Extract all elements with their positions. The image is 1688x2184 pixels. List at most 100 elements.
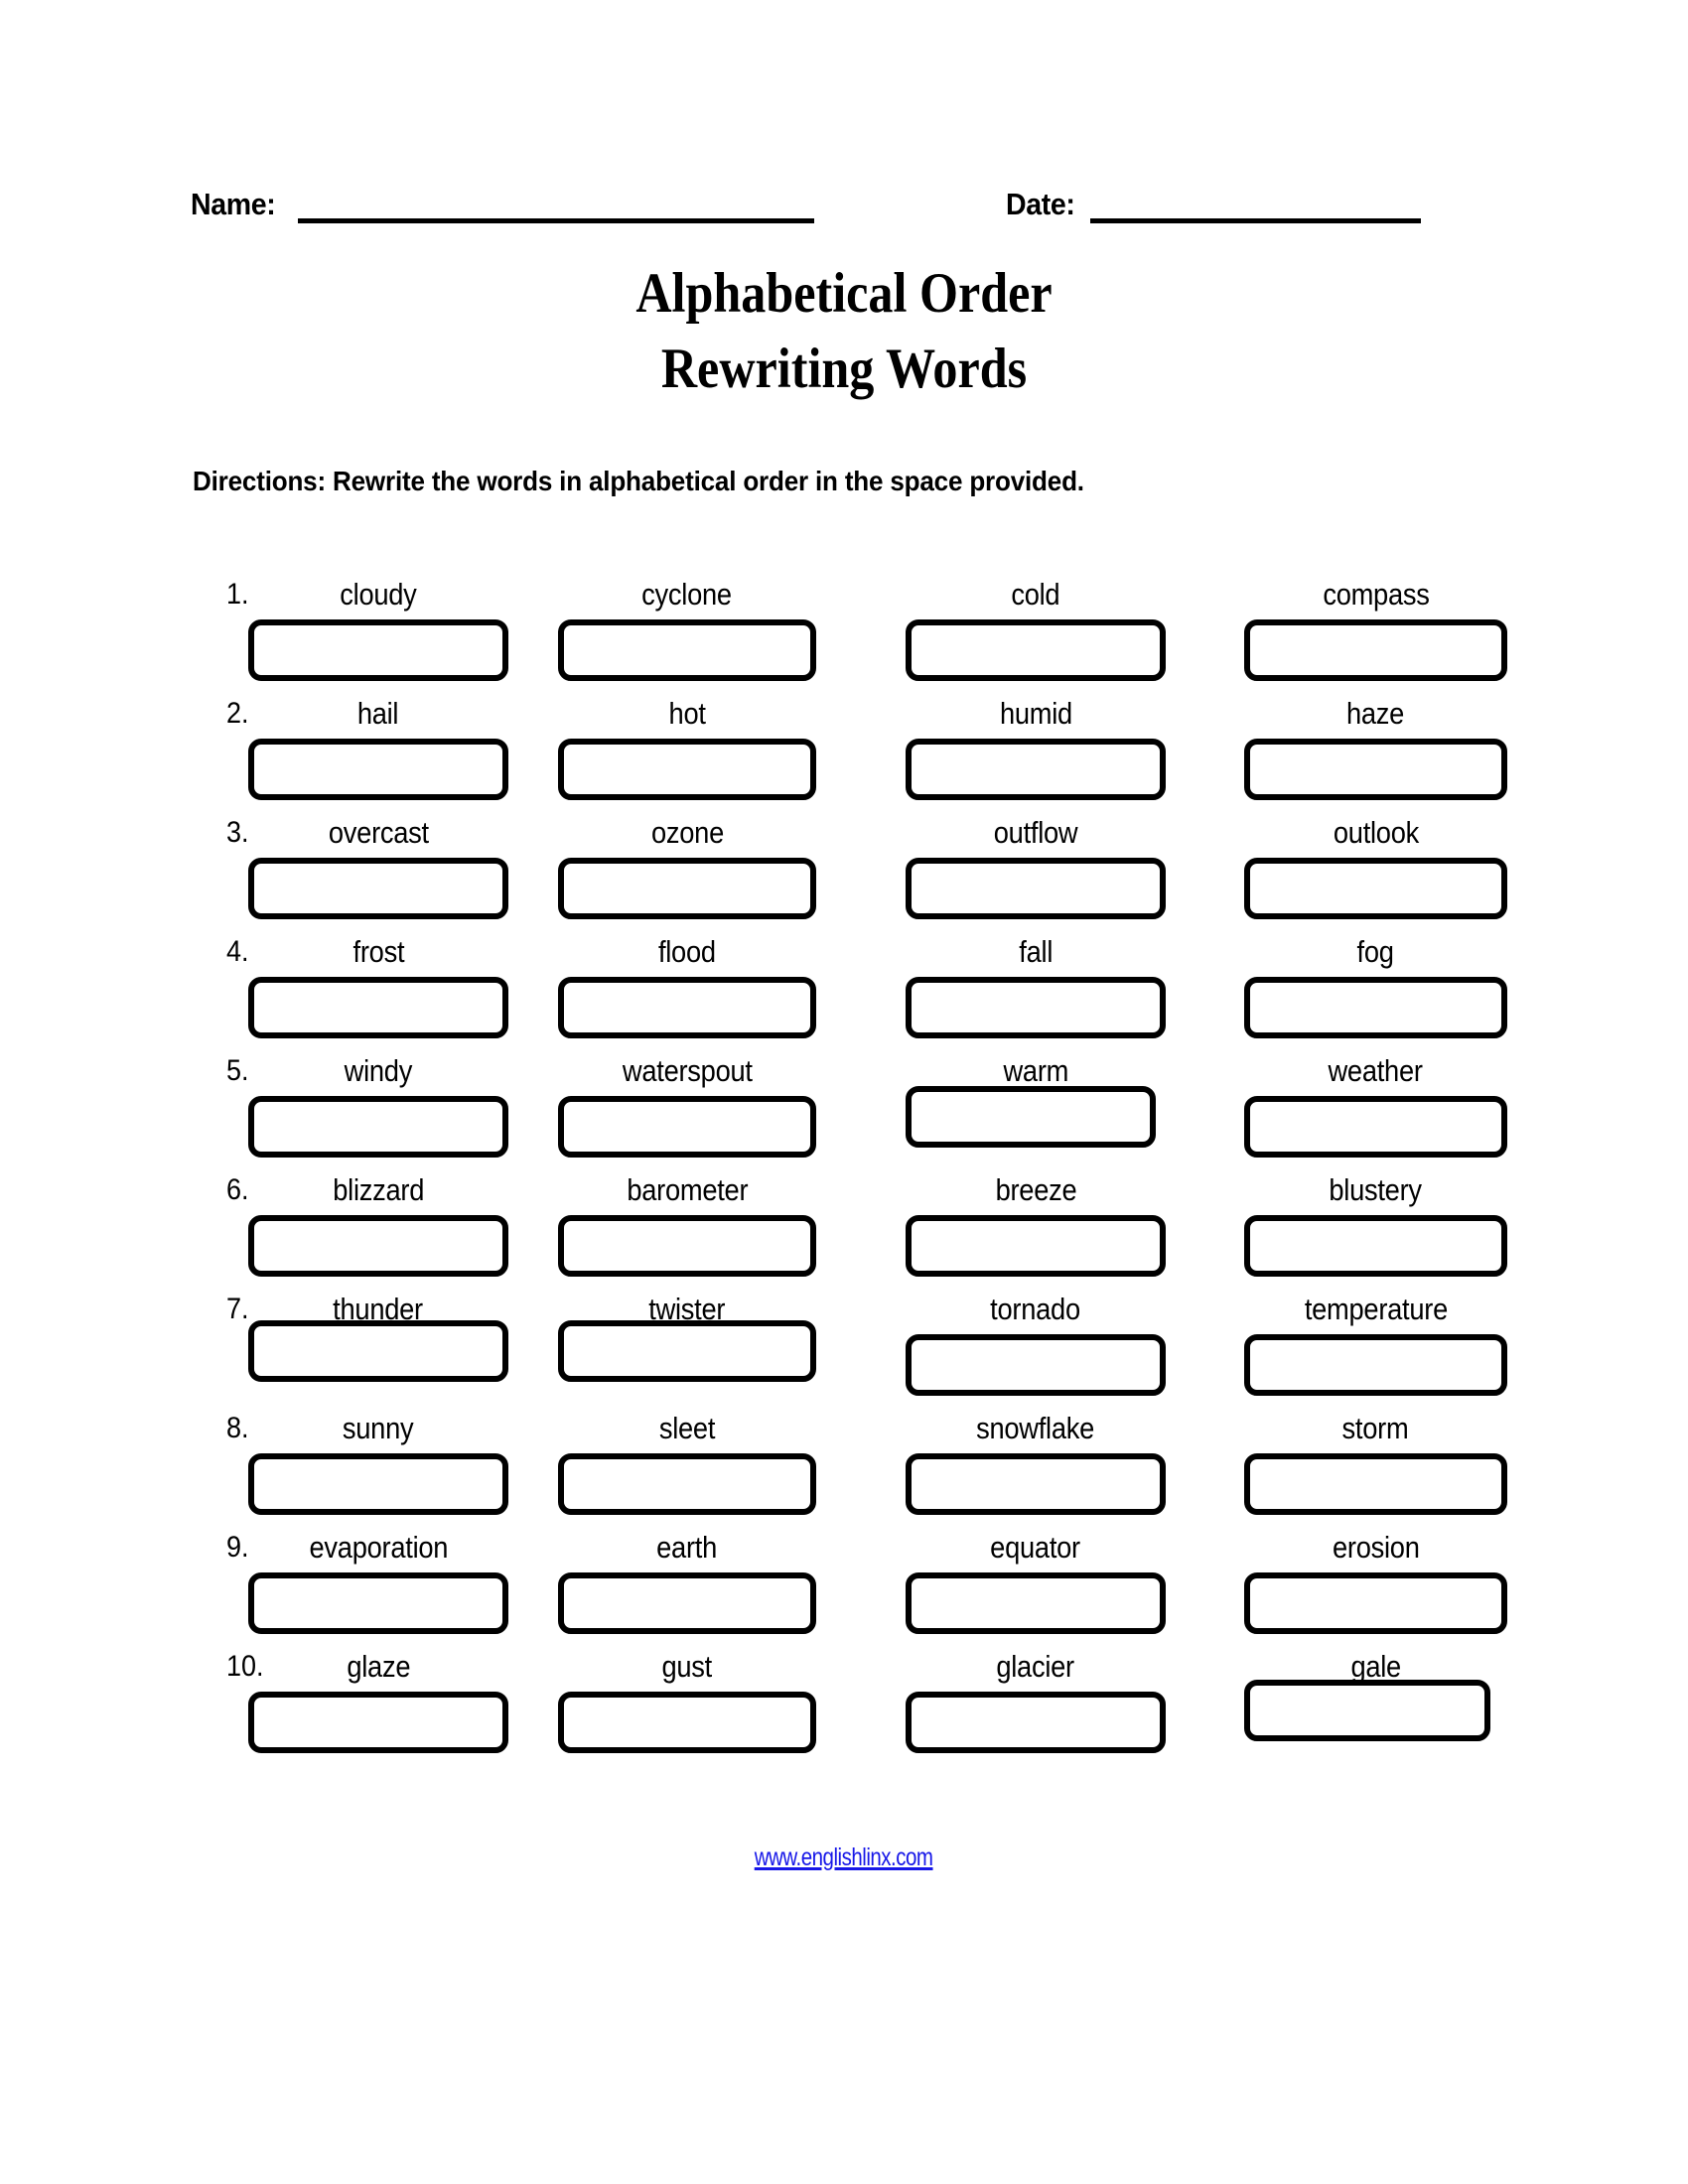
answer-box[interactable] xyxy=(558,1692,816,1753)
date-write-line[interactable] xyxy=(1090,218,1421,223)
row-number: 5. xyxy=(226,1054,249,1087)
answer-box[interactable] xyxy=(248,1572,508,1634)
answer-box[interactable] xyxy=(906,977,1166,1038)
exercise-cell: weather xyxy=(1244,1052,1507,1171)
answer-box[interactable] xyxy=(248,1692,508,1753)
exercise-cell: outlook xyxy=(1244,814,1507,933)
row-number: 7. xyxy=(226,1293,249,1325)
exercise-cell: gust xyxy=(558,1648,816,1767)
answer-box[interactable] xyxy=(558,739,816,800)
exercise-cell: frost xyxy=(248,933,508,1052)
answer-box[interactable] xyxy=(906,1215,1166,1277)
answer-box[interactable] xyxy=(1244,1215,1507,1277)
answer-box[interactable] xyxy=(906,1692,1166,1753)
exercise-cell: sunny xyxy=(248,1410,508,1529)
exercise-cell: blustery xyxy=(1244,1171,1507,1291)
exercise-cell: cloudy xyxy=(248,576,508,695)
page-title: Alphabetical Order Rewriting Words xyxy=(0,256,1688,407)
englishlinx-link[interactable]: www.englishlinx.com xyxy=(755,1843,933,1871)
answer-box[interactable] xyxy=(248,1096,508,1158)
word-prompt: temperature xyxy=(1304,1292,1448,1326)
answer-box[interactable] xyxy=(906,1086,1156,1148)
answer-box[interactable] xyxy=(248,1215,508,1277)
word-prompt: storm xyxy=(1342,1411,1409,1445)
word-prompt: hot xyxy=(668,696,706,731)
answer-box[interactable] xyxy=(906,1572,1166,1634)
answer-box[interactable] xyxy=(558,1096,816,1158)
answer-box[interactable] xyxy=(1244,1453,1507,1515)
answer-box[interactable] xyxy=(558,1215,816,1277)
answer-box[interactable] xyxy=(248,1453,508,1515)
word-prompt: breeze xyxy=(995,1172,1076,1207)
answer-box[interactable] xyxy=(248,619,508,681)
answer-box[interactable] xyxy=(906,858,1166,919)
answer-box[interactable] xyxy=(1244,977,1507,1038)
word-prompt: hail xyxy=(357,696,399,731)
directions-text: Directions: Rewrite the words in alphabe… xyxy=(193,466,1084,496)
word-prompt: glacier xyxy=(996,1649,1075,1684)
answer-box[interactable] xyxy=(1244,619,1507,681)
answer-box[interactable] xyxy=(248,977,508,1038)
answer-box[interactable] xyxy=(906,739,1166,800)
date-label: Date: xyxy=(1006,187,1075,221)
answer-box[interactable] xyxy=(558,619,816,681)
exercise-cell: temperature xyxy=(1244,1291,1507,1410)
answer-box[interactable] xyxy=(558,1453,816,1515)
answer-box[interactable] xyxy=(248,1320,508,1382)
exercise-cell: cold xyxy=(906,576,1166,695)
word-prompt: blizzard xyxy=(333,1172,424,1207)
word-prompt: earth xyxy=(656,1530,718,1565)
answer-box[interactable] xyxy=(1244,858,1507,919)
answer-box[interactable] xyxy=(1244,1096,1507,1158)
word-prompt: windy xyxy=(344,1053,413,1088)
word-prompt: equator xyxy=(990,1530,1081,1565)
row-number: 2. xyxy=(226,697,249,730)
worksheet-header: Name: Date: xyxy=(0,187,1688,232)
word-prompt: erosion xyxy=(1332,1530,1420,1565)
exercise-cell: evaporation xyxy=(248,1529,508,1648)
exercise-cell: thunder xyxy=(248,1291,508,1410)
exercise-cell: glaze xyxy=(248,1648,508,1767)
answer-box[interactable] xyxy=(558,858,816,919)
answer-box[interactable] xyxy=(248,858,508,919)
answer-box[interactable] xyxy=(1244,1680,1490,1741)
word-prompt: fog xyxy=(1356,934,1395,969)
word-prompt: flood xyxy=(658,934,716,969)
word-prompt: cyclone xyxy=(641,577,733,612)
word-prompt: warm xyxy=(1003,1053,1068,1088)
answer-box[interactable] xyxy=(558,1572,816,1634)
row-number: 10. xyxy=(226,1650,264,1683)
answer-box[interactable] xyxy=(248,739,508,800)
exercise-cell: twister xyxy=(558,1291,816,1410)
answer-box[interactable] xyxy=(558,1320,816,1382)
word-prompt: cloudy xyxy=(340,577,417,612)
exercise-cell: equator xyxy=(906,1529,1166,1648)
name-write-line[interactable] xyxy=(298,218,814,223)
exercise-cell: barometer xyxy=(558,1171,816,1291)
exercise-cell: haze xyxy=(1244,695,1507,814)
title-line-1: Alphabetical Order xyxy=(635,262,1053,325)
answer-box[interactable] xyxy=(1244,1572,1507,1634)
word-prompt: fall xyxy=(1019,934,1053,969)
answer-box[interactable] xyxy=(558,977,816,1038)
exercise-cell: hail xyxy=(248,695,508,814)
answer-box[interactable] xyxy=(906,1453,1166,1515)
footer: www.englishlinx.com xyxy=(0,1843,1688,1872)
word-prompt: gust xyxy=(661,1649,713,1684)
answer-box[interactable] xyxy=(1244,1334,1507,1396)
word-prompt: sunny xyxy=(343,1411,414,1445)
word-prompt: outflow xyxy=(993,815,1078,850)
answer-box[interactable] xyxy=(906,619,1166,681)
exercise-cell: overcast xyxy=(248,814,508,933)
word-prompt: compass xyxy=(1322,577,1430,612)
answer-box[interactable] xyxy=(906,1334,1166,1396)
exercise-cell: cyclone xyxy=(558,576,816,695)
answer-box[interactable] xyxy=(1244,739,1507,800)
